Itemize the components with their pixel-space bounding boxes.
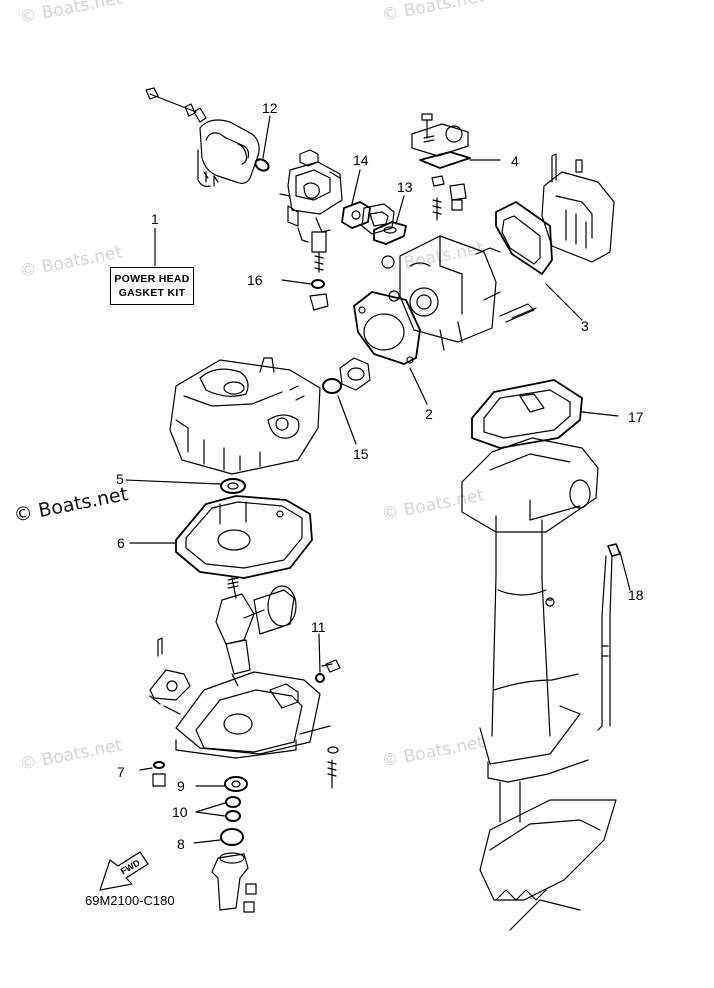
callout-11[interactable]: 11: [311, 619, 326, 635]
intake-gaskets-13-14[interactable]: [341, 169, 407, 245]
o-ring-15[interactable]: [322, 357, 371, 445]
intake-silencer-assembly[interactable]: [145, 87, 260, 187]
gasket-7[interactable]: [139, 746, 339, 789]
callout-16[interactable]: 16: [247, 272, 263, 288]
oil-seals-9-10[interactable]: [195, 776, 248, 822]
oil-seal-5[interactable]: [125, 478, 246, 494]
exhaust-cover-3[interactable]: [495, 153, 615, 321]
callout-17[interactable]: 17: [628, 409, 644, 425]
kit-label-line1: POWER HEAD: [114, 273, 190, 285]
thermostat-cover-4[interactable]: [411, 113, 501, 221]
carburetor-fuel-fitting[interactable]: [281, 231, 329, 311]
fwd-arrow-icon: [99, 851, 149, 891]
callout-7[interactable]: 7: [117, 764, 125, 780]
cylinder-block[interactable]: [169, 357, 321, 475]
crankcase-gasket-6[interactable]: [129, 495, 313, 579]
callout-2[interactable]: 2: [425, 406, 433, 422]
upper-casing-gasket-17[interactable]: [471, 379, 619, 449]
grommet-18[interactable]: [597, 543, 631, 731]
head-gasket-2[interactable]: [353, 291, 428, 405]
cylinder-head[interactable]: [381, 235, 537, 351]
callout-6[interactable]: 6: [117, 535, 125, 551]
o-ring-8[interactable]: [193, 828, 257, 913]
lower-crankcase[interactable]: [149, 637, 331, 759]
callout-10[interactable]: 10: [172, 804, 188, 820]
callout-4[interactable]: 4: [511, 153, 519, 169]
drive-shaft-housing[interactable]: [461, 437, 617, 931]
callout-5[interactable]: 5: [116, 471, 124, 487]
crankshaft[interactable]: [215, 577, 297, 687]
callout-14[interactable]: 14: [353, 152, 369, 168]
carburetor[interactable]: [279, 149, 343, 243]
diagram-part-number: 69M2100-C180: [85, 893, 175, 908]
kit-label-line2: GASKET KIT: [118, 287, 186, 299]
callout-3[interactable]: 3: [581, 318, 589, 334]
callout-9[interactable]: 9: [177, 778, 185, 794]
callout-12[interactable]: 12: [262, 100, 278, 116]
callout-15[interactable]: 15: [353, 446, 369, 462]
gasket-11[interactable]: [315, 633, 341, 683]
callout-13[interactable]: 13: [397, 179, 413, 195]
power-head-gasket-kit-label[interactable]: POWER HEAD GASKET KIT: [110, 267, 194, 305]
callout-8[interactable]: 8: [177, 836, 185, 852]
callout-18[interactable]: 18: [628, 587, 644, 603]
callout-1[interactable]: 1: [151, 211, 159, 227]
o-ring-12[interactable]: [253, 115, 271, 173]
